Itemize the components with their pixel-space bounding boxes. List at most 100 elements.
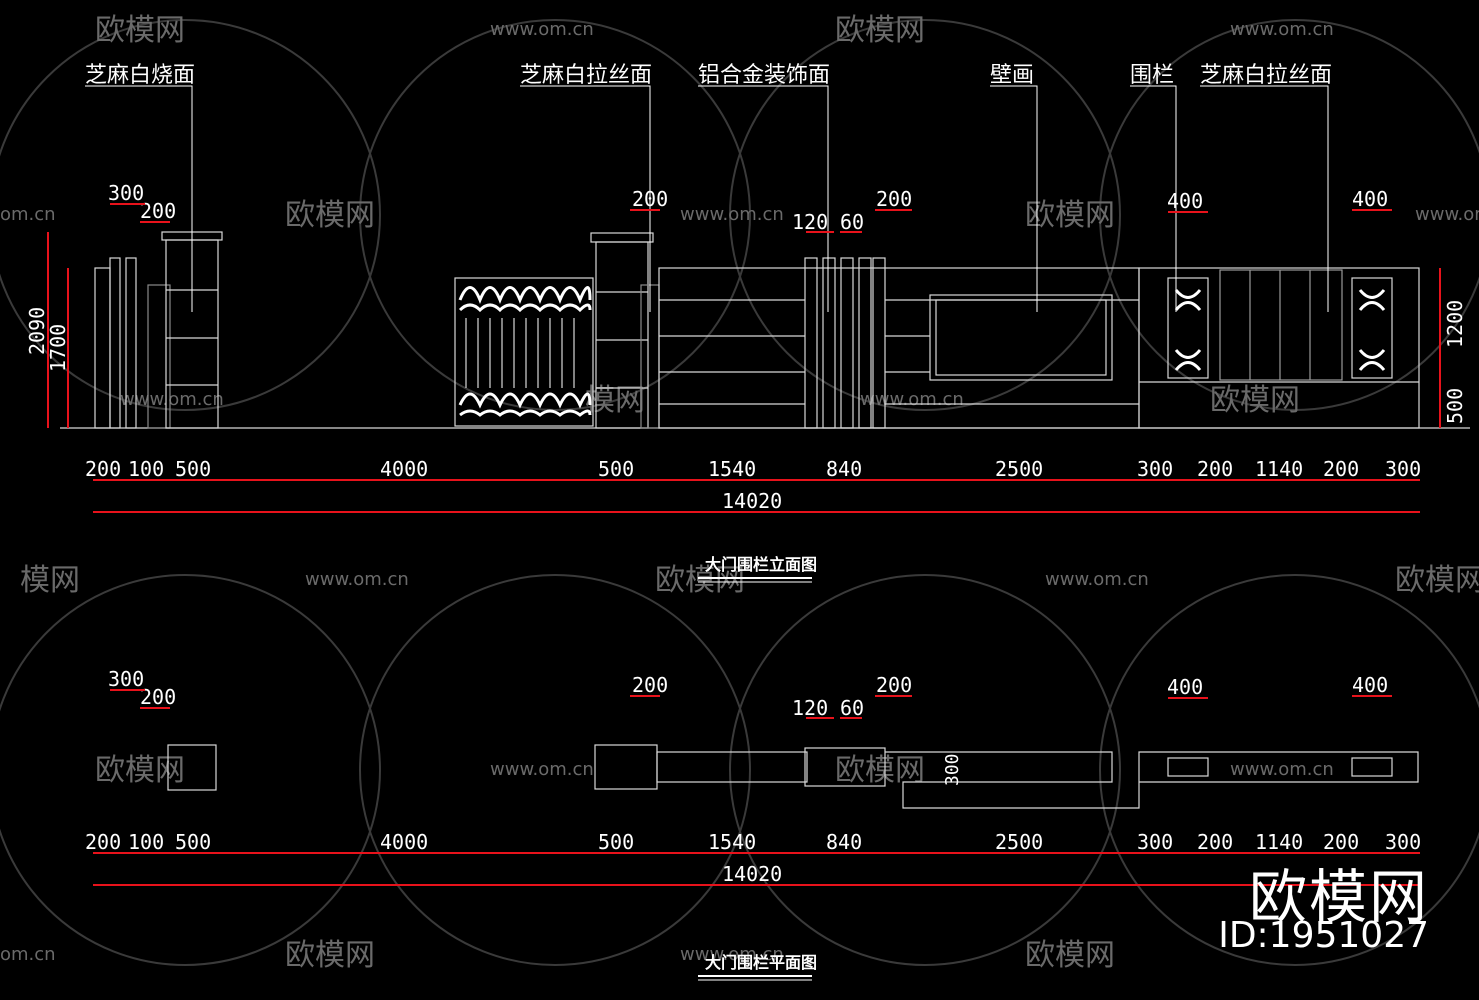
plan-top-dims: 300 200 200 120 60 200 400 400 [108,667,1388,720]
watermark-text: 欧模网 [835,13,925,48]
watermark-text: 欧模网 [95,753,185,788]
plan-center-pillar [594,744,658,790]
elevation-bottom-dim-3: 4000 [380,457,428,481]
plan-dim-top-400: 400 [1167,675,1203,699]
plan-dim-top-400-b: 400 [1352,673,1388,697]
watermark-arc [729,19,1121,411]
plan-dim-top-200-b: 200 [632,673,668,697]
plan-bottom-dim-0: 200 [85,830,121,854]
vertical-dims: 2090 1700 1200 500 [25,300,1467,424]
alu-strip-5 [872,257,886,429]
fence-panel-left [1167,277,1209,379]
fence-panel-right [1351,277,1393,379]
plan-total-dim: 14020 [722,862,782,886]
dim-1700: 1700 [46,324,70,372]
left-brick-band [147,284,171,429]
watermark-text: www.om.cn [680,204,784,225]
watermark-text: www.om.cn [860,389,964,410]
plan-fence-left [1167,757,1209,777]
plan-alu-strips [804,747,886,787]
watermark-text: www.om.cn [680,944,784,965]
plan-bottom-dim-10: 1140 [1255,830,1303,854]
watermark-arc [1099,19,1479,411]
gate-bars [465,318,575,388]
elevation-top-dim-lines [110,203,1392,233]
watermark-text: www.om.cn [305,569,409,590]
watermark-text: 欧模网 [1395,563,1479,598]
watermark-text: 欧模网 [285,198,375,233]
plan-bottom-dim-8: 300 [1137,830,1173,854]
plan-dim-top-60: 60 [840,696,864,720]
watermark-arcs [0,19,1479,966]
elevation-bottom-dim-11: 200 [1323,457,1359,481]
watermark-text: www.om.cn [120,389,224,410]
watermark-text: www.om.cn [1045,569,1149,590]
plan-dim-top-300: 300 [108,667,144,691]
elevation-top-dims: 300 200 200 120 60 200 400 400 [108,181,1388,234]
plan-bottom-dim-12: 300 [1385,830,1421,854]
watermark-arc [359,19,751,411]
elevation-bottom-dim-0: 200 [85,457,121,481]
watermark-text: 欧模网 [835,753,925,788]
plan-bottom-dim-2: 500 [175,830,211,854]
callout-sesame-flamed: 芝麻白烧面 [85,63,195,88]
watermark-arc [1099,574,1479,966]
dim-top-60: 60 [840,210,864,234]
elevation-bottom-dim-1: 100 [128,457,164,481]
plan-bottom-dim-6: 840 [826,830,862,854]
elevation-bottom-dim-9: 200 [1197,457,1233,481]
dim-top-400: 400 [1167,189,1203,213]
dim-top-200: 200 [140,199,176,223]
elevation-bottom-dim-10: 1140 [1255,457,1303,481]
right-wall [1138,267,1420,429]
watermark-text: www.om.cn [1230,19,1334,40]
dim-top-200-b: 200 [632,187,668,211]
elevation-title: 大门围栏立面图 [705,555,817,574]
plan-dim-top-200-c: 200 [876,673,912,697]
brand-id: ID:1951027 [1218,915,1429,956]
watermark-text: 模网 [585,383,645,418]
elevation-drawing [60,231,1470,429]
gate-ornament [458,286,592,417]
alu-strip-3 [840,257,854,429]
watermark-text: 欧模网 [95,13,185,48]
fence-ornaments [1174,289,1386,371]
plan-dim-300: 300 [942,753,963,786]
vertical-dim-lines [47,232,1441,428]
watermark-arc [359,574,751,966]
plan-dim-top-120: 120 [792,696,828,720]
left-strip [109,257,121,429]
gate-panel [454,277,594,427]
watermark-arc [729,574,1121,966]
dim-2090: 2090 [25,307,49,355]
center-pillar-cap [590,232,654,243]
callout-mural: 壁画 [990,63,1034,88]
plan-top-dim-lines [110,689,1392,719]
mural-inner [935,299,1107,376]
dim-top-200-c: 200 [876,187,912,211]
plan-bottom-dim-1: 100 [128,830,164,854]
plan-bottom-dim-9: 200 [1197,830,1233,854]
alu-strip-4 [858,257,872,429]
watermark-text: 欧模网 [655,563,745,598]
brand-logo-text: 欧模网 [1248,863,1429,931]
plan-left-pillar [167,744,217,791]
plan-wall-outline [885,751,1419,809]
plan-bottom-dim-4: 500 [598,830,634,854]
elevation-bottom-dim-5: 1540 [708,457,756,481]
callout-fence: 围栏 [1130,63,1174,88]
plan-bottom-dim-7: 2500 [995,830,1043,854]
dim-500-right: 500 [1443,388,1467,424]
plan-bottom-dim-11: 200 [1323,830,1359,854]
watermark-text: 欧模网 [1210,383,1300,418]
plan-bottom-dim-5: 1540 [708,830,756,854]
watermark-text: 模网 [20,563,80,598]
brushed-panel [1219,269,1343,381]
dim-top-300: 300 [108,181,144,205]
plan-title: 大门围栏平面图 [705,953,817,972]
elevation-bottom-dim-12: 300 [1385,457,1421,481]
watermark-text: om.cn [0,204,56,225]
